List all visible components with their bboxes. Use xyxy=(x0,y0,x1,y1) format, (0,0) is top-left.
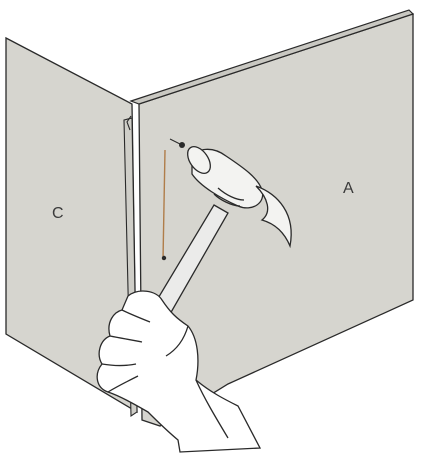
panel-c-label: C xyxy=(52,205,64,222)
nail-lower xyxy=(162,256,166,260)
panel-a-label: A xyxy=(343,180,354,197)
